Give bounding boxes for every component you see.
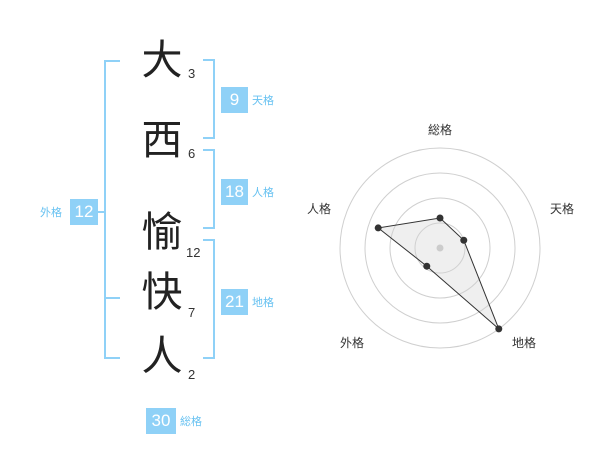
gaikaku-connector: [98, 211, 106, 213]
gaikaku-label: 外格: [40, 206, 62, 219]
radar-point: [423, 262, 431, 270]
name-char-5: 人: [141, 332, 183, 380]
gaikaku-value: 12: [70, 199, 98, 225]
stroke-count-2: 6: [188, 146, 196, 161]
tenkaku-bracket: [203, 59, 215, 139]
gaikaku-bracket-mid: [104, 297, 120, 299]
stroke-count-1: 3: [188, 66, 196, 81]
radar-point: [495, 325, 503, 333]
radar-ring: [414, 222, 466, 274]
chikaku-bracket: [203, 239, 215, 359]
radar-label-soukaku: 総格: [427, 123, 452, 137]
radar-label-gaikaku: 外格: [339, 336, 364, 350]
chikaku-label: 地格: [252, 296, 274, 309]
radar-ring: [389, 197, 491, 299]
chikaku-value: 21: [221, 289, 248, 315]
radar-ring: [364, 172, 516, 324]
radar-center: [436, 244, 444, 252]
radar-label-jinkaku: 人格: [306, 202, 331, 216]
name-char-2: 西: [141, 116, 183, 164]
radar-label-tenkaku: 天格: [549, 202, 574, 216]
gaikaku-bracket: [104, 60, 120, 359]
soukaku-label: 総格: [180, 415, 202, 428]
stroke-count-3: 12: [186, 245, 201, 260]
jinkaku-value: 18: [221, 179, 248, 205]
radar-ring: [339, 147, 541, 349]
radar-label-chikaku: 地格: [511, 336, 536, 350]
radar-point: [436, 214, 444, 222]
radar-point: [374, 224, 382, 232]
tenkaku-label: 天格: [252, 94, 274, 107]
stroke-count-5: 2: [188, 367, 196, 382]
name-char-4: 快: [141, 268, 183, 316]
jinkaku-label: 人格: [252, 186, 274, 199]
radar-shape: [376, 217, 500, 330]
soukaku-value: 30: [146, 408, 176, 434]
name-char-3: 愉: [141, 208, 183, 256]
radar-point: [460, 236, 468, 244]
name-char-1: 大: [141, 36, 183, 84]
stroke-count-4: 7: [188, 305, 196, 320]
jinkaku-bracket: [203, 149, 215, 229]
tenkaku-value: 9: [221, 87, 248, 113]
